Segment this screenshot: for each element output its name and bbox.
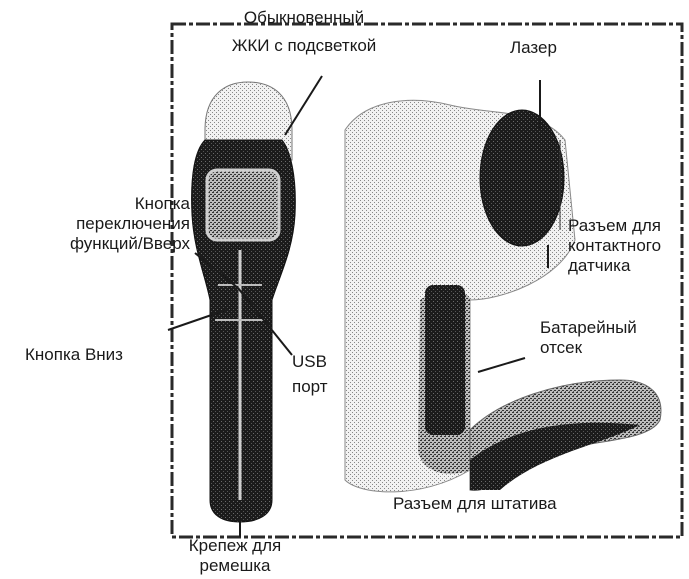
leader-battery (478, 358, 525, 372)
label-battery-line2: отсек (540, 338, 637, 358)
label-strap-line2: ремешка (160, 556, 310, 576)
label-usb: USB порт (292, 352, 328, 397)
label-function-line2: переключения (20, 214, 190, 234)
device-side-view (345, 100, 661, 492)
battery-compartment (425, 285, 465, 435)
label-laser: Лазер (510, 38, 557, 58)
label-contact-sensor-jack: Разъем для контактного датчика (568, 216, 661, 276)
label-lcd-line1: Обыкновенный (214, 8, 394, 28)
label-contact-line2: контактного (568, 236, 661, 256)
label-function-button: Кнопка переключения функций/Вверх (20, 194, 190, 254)
lcd-screen (207, 170, 279, 240)
label-tripod: Разъем для штатива (393, 494, 557, 514)
label-usb-line1: USB (292, 352, 328, 372)
label-strap: Крепеж для ремешка (160, 536, 310, 576)
label-function-line3: функций/Вверх (20, 234, 190, 254)
label-battery: Батарейный отсек (540, 318, 637, 358)
label-down-button: Кнопка Вниз (25, 345, 123, 365)
laser-head (480, 110, 564, 246)
label-battery-line1: Батарейный (540, 318, 637, 338)
label-strap-line1: Крепеж для (160, 536, 310, 556)
label-lcd-line2: ЖКИ с подсветкой (214, 36, 394, 56)
leader-lcd (285, 76, 322, 135)
label-contact-line3: датчика (568, 256, 661, 276)
label-lcd: Обыкновенный ЖКИ с подсветкой (214, 8, 394, 56)
label-contact-line1: Разъем для (568, 216, 661, 236)
device-front-view (192, 82, 296, 522)
label-usb-line2: порт (292, 377, 328, 397)
label-function-line1: Кнопка (20, 194, 190, 214)
